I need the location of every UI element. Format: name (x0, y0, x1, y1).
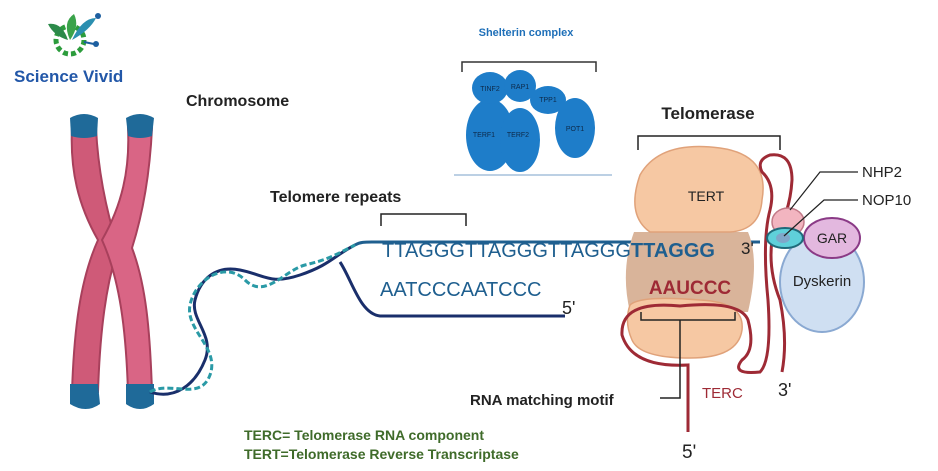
telomere-cap-bottom-right (126, 384, 154, 409)
terf2-protein (500, 108, 540, 172)
terc-5prime-label: 5' (682, 442, 696, 463)
terc-label: TERC (702, 385, 743, 402)
gar-label: GAR (817, 230, 847, 246)
tpp1-protein (530, 86, 566, 114)
dyskerin-complex: GAR Dyskerin NHP2 NOP10 (766, 164, 911, 333)
strand-top-new-repeat: TTAGGG (631, 240, 715, 262)
rna-motif-label: RNA matching motif (470, 392, 615, 409)
telomere-cap-top-right (126, 114, 154, 138)
telomere-repeats-label: Telomere repeats (270, 189, 401, 206)
tert-protein (634, 145, 764, 233)
right-chromatid (100, 127, 154, 393)
pot1-label: POT1 (566, 126, 584, 133)
strand-top-sequence: TTAGGGTTAGGGTTAGGGTTAGGG (382, 240, 715, 262)
rap1-label: RAP1 (511, 84, 529, 91)
tert-lower-lobe (626, 297, 743, 359)
telomere-cap-bottom-left (70, 384, 100, 409)
tinf2-label: TINF2 (480, 86, 500, 93)
strand-bottom-sequence: AATCCCAATCCC (380, 279, 541, 301)
telomerase-label: Telomerase (661, 104, 754, 123)
legend-terc: TERC= Telomerase RNA component (244, 427, 484, 443)
brand-name: Science Vivid (14, 67, 123, 86)
strand-top-3prime: 3' (741, 239, 754, 258)
strand-top-repeats: TTAGGGTTAGGGTTAGGG (382, 240, 631, 262)
science-vivid-logo: Science Vivid (14, 13, 123, 86)
shelterin-label: Shelterin complex (479, 27, 575, 39)
nhp2-pointer (789, 171, 858, 211)
nop10-core (776, 233, 790, 243)
shelterin-complex: Shelterin complex TINF2 RAP1 TPP1 TERF1 … (454, 27, 612, 176)
nop10-pointer (783, 199, 858, 237)
gear-leaf-icon (48, 13, 101, 57)
telomerase-bracket (637, 135, 781, 150)
telomere-cap-top-left (70, 114, 98, 138)
rna-template-sequence: AAUCCC (649, 278, 732, 299)
tert-label: TERT (688, 188, 725, 204)
telomere-repeats-bracket (380, 213, 467, 226)
nop10-label: NOP10 (862, 192, 911, 209)
tinf2-protein (472, 72, 508, 104)
dna-helix (149, 240, 760, 396)
rna-motif-bracket (640, 312, 736, 321)
shelterin-bracket (461, 61, 597, 72)
strand-bottom-5prime: 5' (562, 298, 575, 318)
nhp2-label: NHP2 (862, 164, 902, 181)
rna-motif-pointer (660, 320, 681, 399)
terf1-label: TERF1 (473, 132, 495, 139)
chromosome-label: Chromosome (186, 93, 289, 110)
rap1-protein (504, 70, 536, 102)
legend-tert: TERT=Telomerase Reverse Transcriptase (244, 446, 519, 462)
pot1-protein (555, 98, 595, 158)
chromosome (70, 114, 154, 409)
telomerase-complex: TERT (620, 145, 794, 432)
terc-body (625, 232, 754, 312)
terc-3prime-label: 3' (778, 380, 791, 400)
terf2-label: TERF2 (507, 132, 529, 139)
tpp1-label: TPP1 (539, 97, 557, 104)
dyskerin-label: Dyskerin (793, 273, 851, 290)
